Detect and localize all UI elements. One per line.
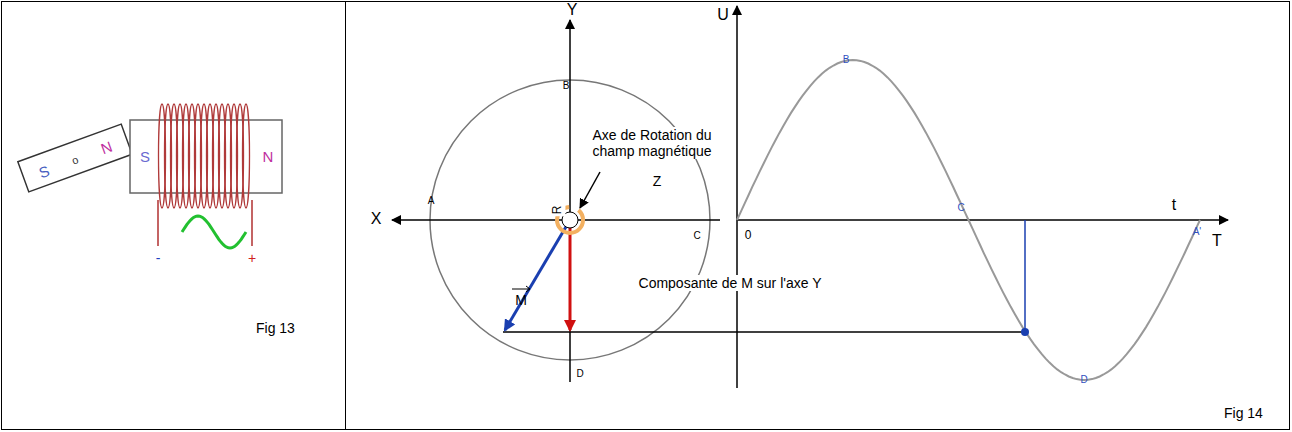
terminal-sign: + — [248, 250, 256, 266]
sine-curve — [737, 60, 1200, 380]
figure-caption: Fig 14 — [1224, 405, 1263, 421]
axis-name: T — [1212, 232, 1222, 250]
value-line — [1024, 220, 1026, 332]
point-letter: C — [693, 230, 700, 242]
projection-line — [503, 331, 1025, 333]
point-letter: D — [1080, 374, 1087, 386]
m-arrow-mark — [512, 286, 530, 292]
value-dot — [1021, 328, 1029, 336]
leader-line — [580, 172, 600, 208]
axis-name: X — [371, 210, 382, 228]
y-component — [569, 220, 572, 330]
figure-caption: Fig 13 — [256, 320, 295, 336]
axis-callout: Axe de Rotation du champ magnétique — [579, 127, 725, 159]
wire — [157, 200, 159, 246]
point-letter: B — [563, 80, 570, 92]
u-axis — [736, 6, 738, 388]
t-axis — [737, 219, 1228, 221]
figure-panel: Fig 14 — [345, 1, 1290, 430]
vector-name: M — [515, 292, 527, 308]
component-label: Composante de M sur l'axe Y — [637, 275, 824, 291]
figure-panel: Fig 13 — [1, 1, 346, 430]
y-axis — [569, 20, 571, 382]
magnet-center: o — [70, 153, 80, 167]
point-letter: A — [428, 195, 435, 207]
axis-name: Y — [567, 1, 578, 19]
origin: 0 — [745, 229, 752, 243]
axis-name: U — [717, 6, 729, 24]
rotation-letter: R — [551, 204, 565, 217]
axis-name: Z — [653, 173, 662, 189]
magnet — [18, 124, 132, 192]
pole-letter: S — [140, 148, 150, 165]
point-letter: B — [843, 54, 850, 66]
coil-turn — [243, 104, 250, 208]
axis-name: t — [1172, 196, 1176, 214]
pole-letter: N — [98, 138, 114, 158]
pole-letter: N — [263, 148, 274, 165]
point-letter: A' — [1193, 226, 1202, 238]
point-letter: D — [576, 368, 583, 380]
terminal-sign: - — [156, 250, 161, 266]
pole-letter: S — [36, 162, 51, 182]
coil-windings — [159, 104, 250, 208]
m-vector — [505, 220, 570, 330]
wire — [251, 200, 253, 246]
point-letter: C — [957, 202, 964, 214]
green-sine — [182, 216, 246, 248]
